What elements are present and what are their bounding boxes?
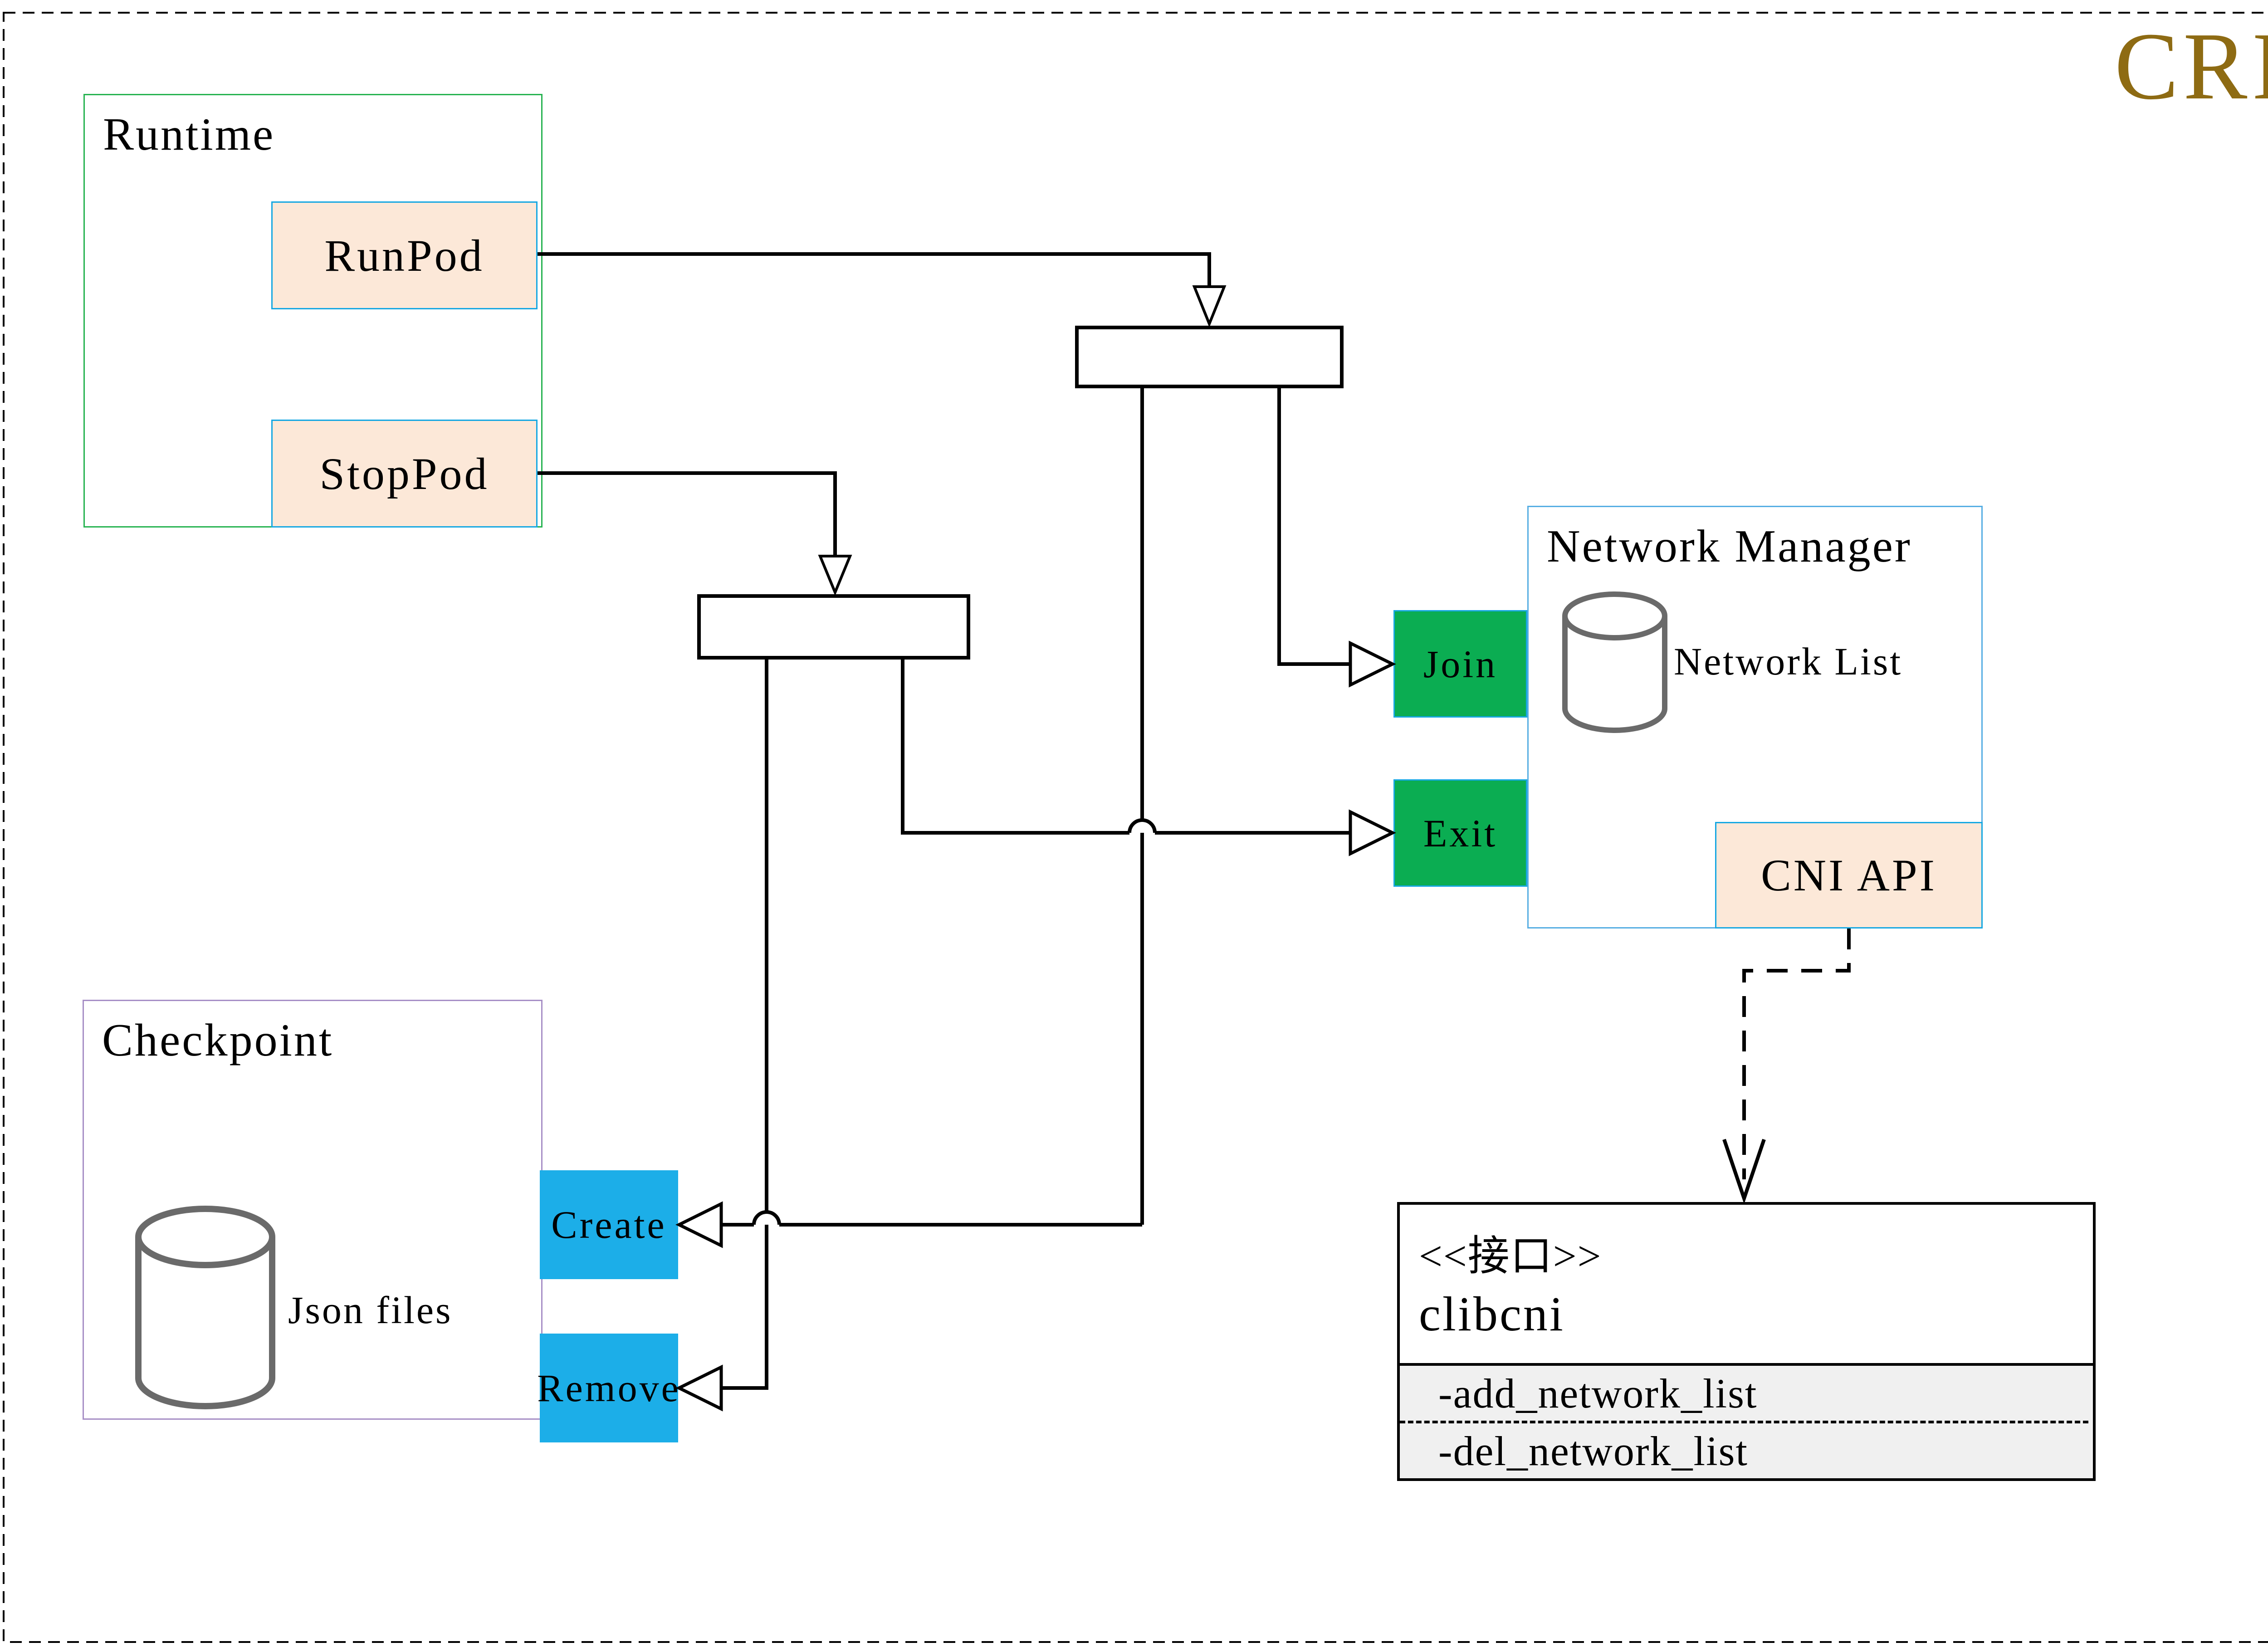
remove-node: Remove: [537, 1334, 681, 1442]
connector-junction1-to-join: [1277, 388, 1396, 688]
interface-name: clibcni: [1419, 1287, 1565, 1341]
arrowhead-exit: [1349, 809, 1396, 856]
stoppod-node: StopPod: [271, 420, 538, 528]
create-label: Create: [551, 1203, 667, 1246]
cni-api-label: CNI API: [1761, 850, 1937, 900]
connector-stoppod-to-junction2: [538, 471, 852, 596]
arrowhead-junction1: [1192, 285, 1227, 328]
join-node: Join: [1393, 610, 1527, 718]
network-list-label: Network List: [1674, 640, 1903, 683]
runtime-title: Runtime: [103, 109, 275, 160]
runpod-label: RunPod: [324, 230, 484, 281]
exit-label: Exit: [1423, 811, 1498, 855]
attribute-add-network-list: -add_network_list: [1438, 1370, 1758, 1417]
checkpoint-title: Checkpoint: [102, 1015, 334, 1066]
clibcni-attributes: -add_network_list -del_network_list: [1400, 1363, 2093, 1478]
clibcni-interface-box: <<接口>> clibcni -add_network_list -del_ne…: [1397, 1202, 2096, 1481]
checkpoint-container: Checkpoint: [83, 1000, 543, 1420]
cni-api-node: CNI API: [1715, 822, 1983, 929]
cri-badge: CRI: [2114, 13, 2268, 119]
connector-cniapi-to-clibcni: [1722, 929, 1851, 1204]
line-hop: [752, 1210, 781, 1225]
connector-runpod-to-junction1: [538, 252, 1227, 328]
arrowhead-remove: [675, 1364, 723, 1412]
junction-box-runpod: [1075, 326, 1344, 388]
connector-junction2-to-remove: [675, 660, 768, 1412]
arrowhead-junction2: [818, 555, 852, 596]
stoppod-label: StopPod: [319, 448, 489, 499]
join-label: Join: [1423, 642, 1498, 686]
create-node: Create: [540, 1170, 678, 1279]
runpod-node: RunPod: [271, 201, 538, 309]
attribute-del-network-list: -del_network_list: [1438, 1427, 1748, 1474]
network-manager-title: Network Manager: [1547, 521, 1912, 572]
line-hop: [1128, 818, 1157, 833]
interface-stereotype: <<接口>>: [1419, 1233, 1602, 1279]
exit-node: Exit: [1393, 779, 1527, 887]
junction-box-stoppod: [697, 594, 970, 660]
arrowhead-create: [675, 1201, 723, 1248]
connector-junction1-to-create: [675, 1201, 1142, 1248]
arrowhead-clibcni: [1722, 1139, 1766, 1204]
remove-label: Remove: [537, 1366, 681, 1410]
json-files-label: Json files: [288, 1288, 453, 1332]
clibcni-header: <<接口>> clibcni: [1400, 1205, 2093, 1363]
arrowhead-join: [1349, 640, 1396, 688]
connector-junction2-to-exit: [901, 660, 1396, 856]
